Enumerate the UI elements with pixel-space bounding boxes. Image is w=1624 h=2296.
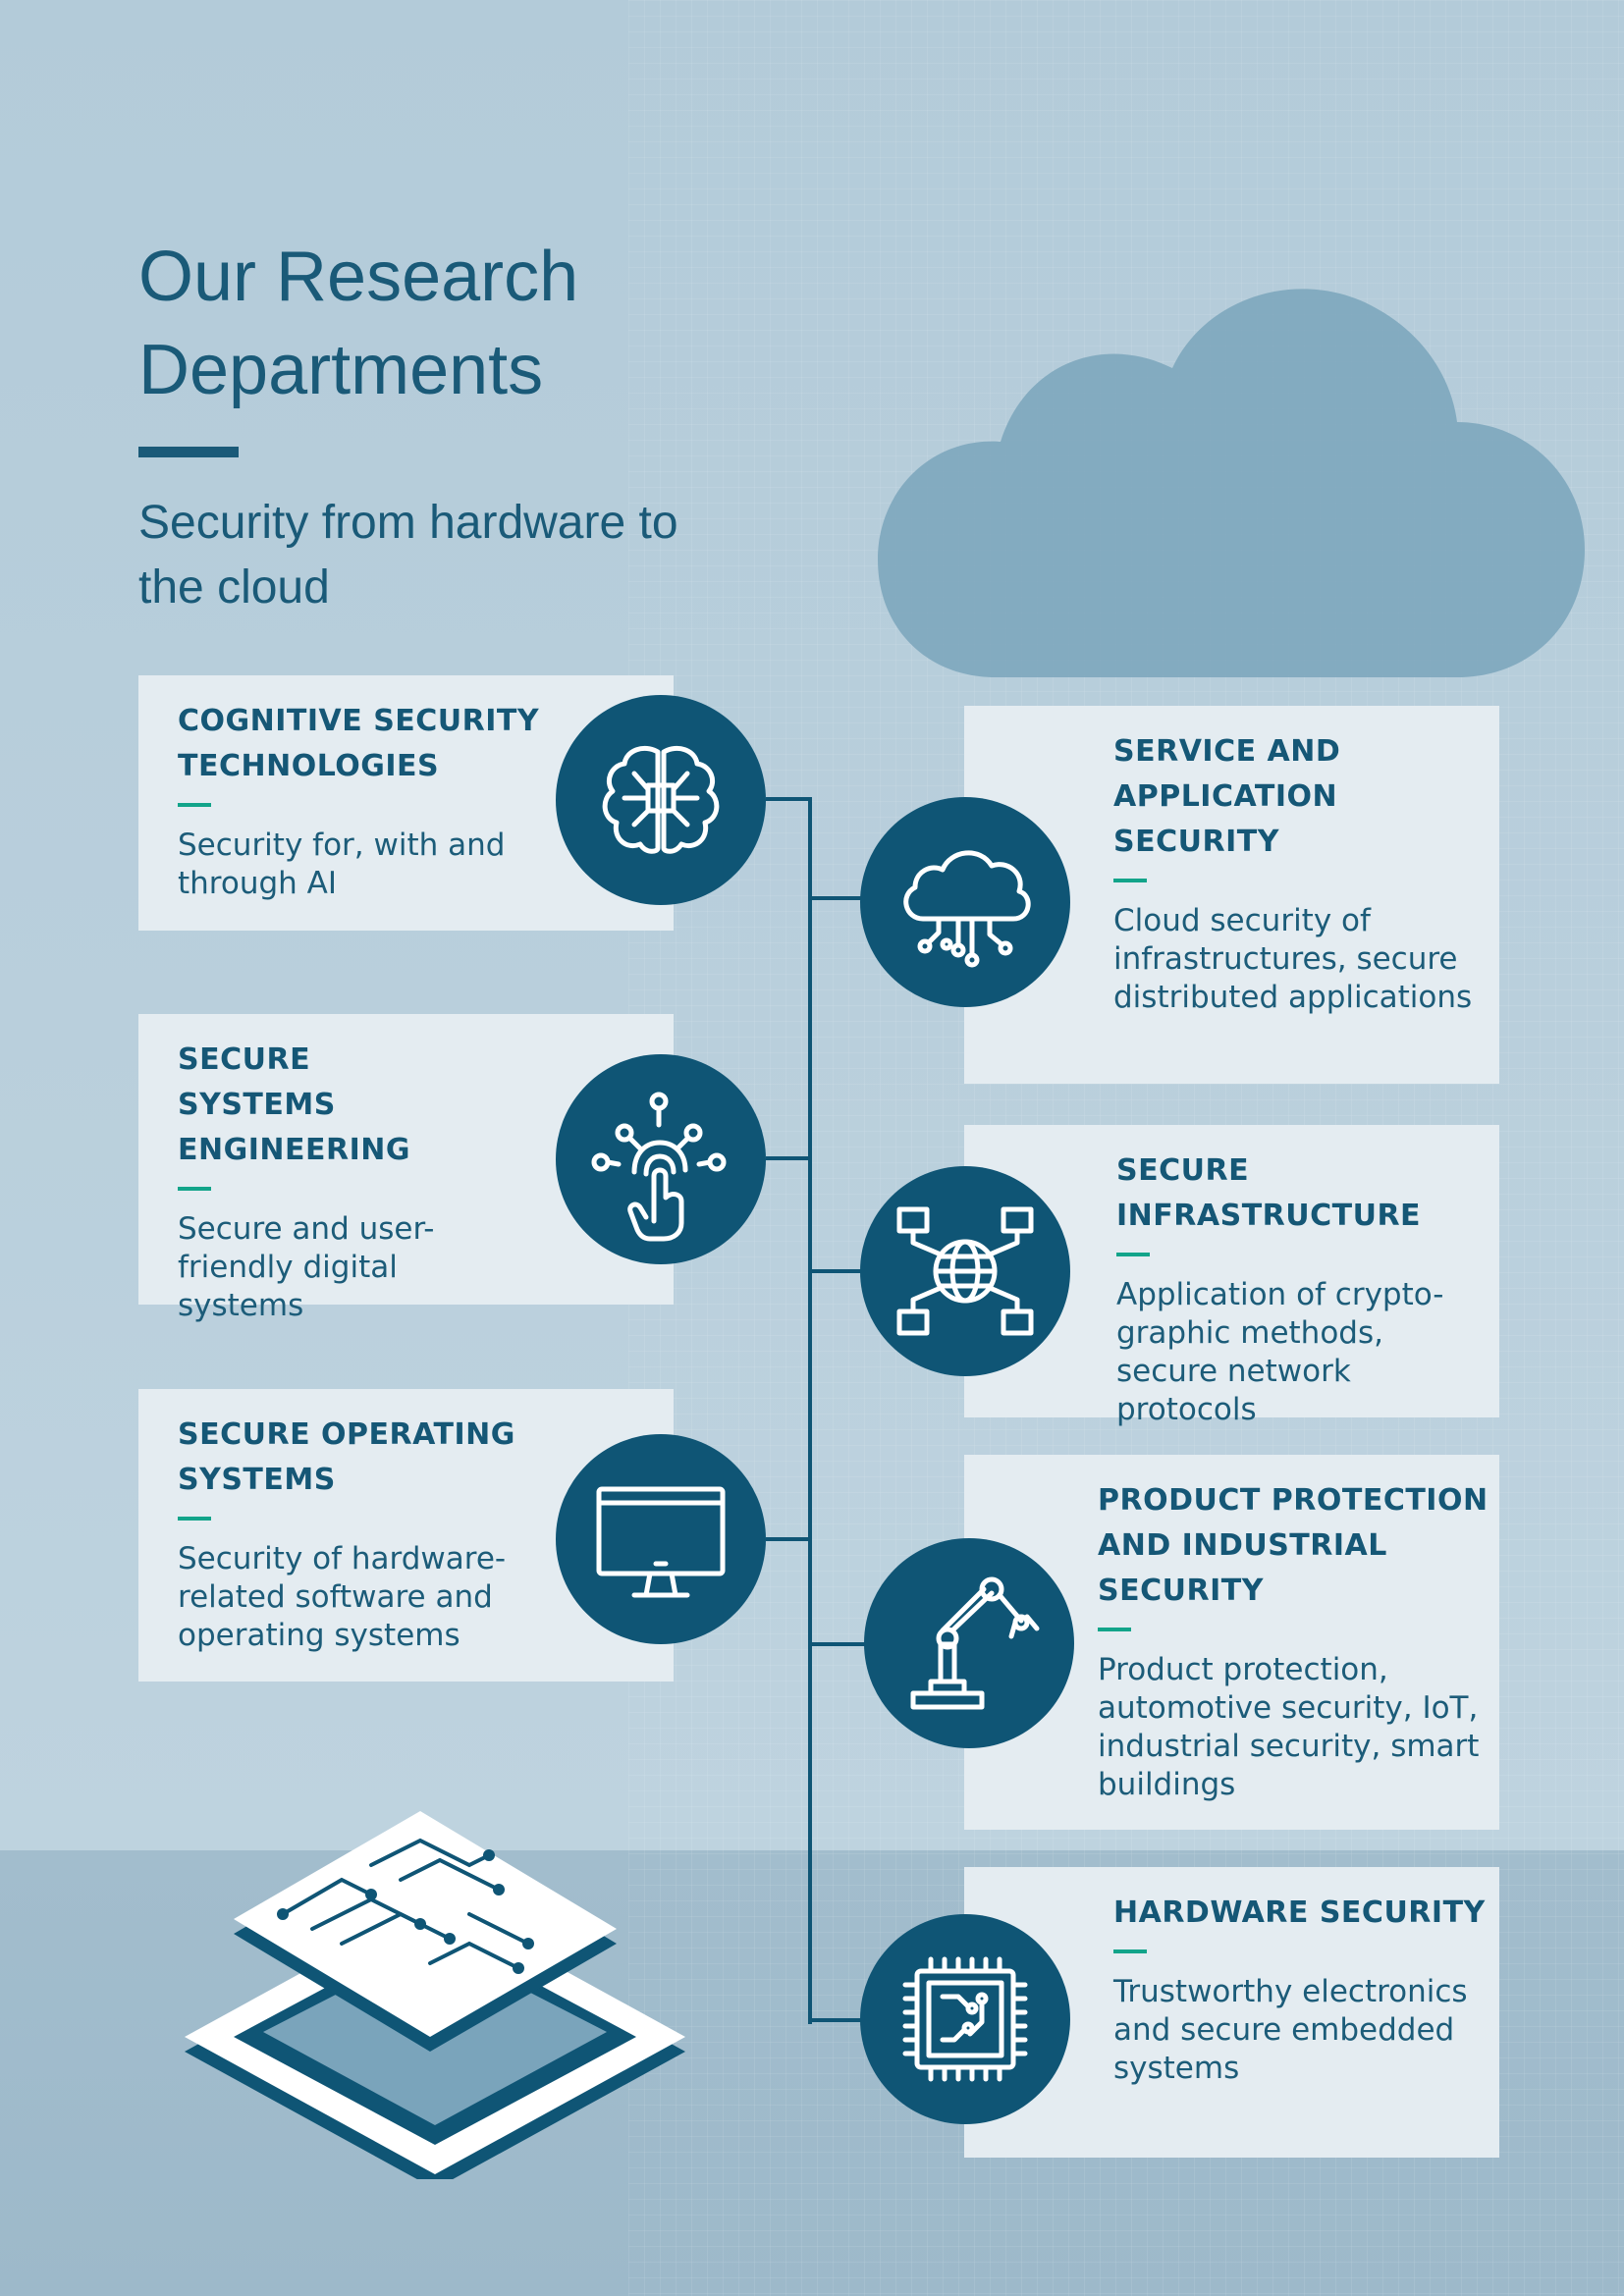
department-name: PRODUCT PROTECTION AND INDUSTRIAL SECURI… (1098, 1483, 1489, 1608)
brain-icon (556, 695, 766, 905)
accent-bar (178, 1517, 211, 1521)
monitor-icon (556, 1434, 766, 1644)
department-card-product-protection: PRODUCT PROTECTION AND INDUSTRIAL SECURI… (964, 1455, 1499, 1830)
department-name: SECURE SYSTEMS ENGINEERING (178, 1042, 410, 1167)
globe-network-icon (860, 1166, 1070, 1376)
department-description: Trustworthy electronics and secure embed… (1113, 1974, 1468, 2086)
connector-right-3 (808, 1642, 867, 1646)
accent-bar (178, 1187, 211, 1191)
department-card-cognitive-security: COGNITIVE SECURITY TECHNOLOGIES Security… (138, 675, 674, 931)
department-description: Secure and user-friendly digital systems (178, 1211, 435, 1323)
department-name: SECURE OPERATING SYSTEMS (178, 1417, 515, 1497)
connector-left-2 (766, 1156, 812, 1160)
department-description: Product protection, automotive security,… (1098, 1652, 1480, 1802)
accent-bar (1113, 1949, 1147, 1953)
accent-bar (1098, 1628, 1131, 1631)
department-description: Security for, with and through AI (178, 828, 506, 901)
department-description: Application of crypto-graphic methods, s… (1116, 1277, 1444, 1427)
department-name: COGNITIVE SECURITY TECHNOLOGIES (178, 704, 540, 783)
cloud-network-icon (860, 797, 1070, 1007)
cloud-background-icon (878, 289, 1585, 677)
page-title: Our Research Departments (138, 238, 579, 409)
fingerprint-touch-icon (556, 1054, 766, 1264)
department-description: Cloud security of infrastructures, secur… (1113, 903, 1473, 1015)
department-name: HARDWARE SECURITY (1113, 1896, 1486, 1930)
connector-right-2 (808, 1269, 867, 1273)
chip-icon (860, 1914, 1070, 2124)
connector-trunk (808, 797, 812, 2024)
connector-left-1 (766, 797, 812, 801)
connector-right-4 (808, 2018, 867, 2022)
connector-right-1 (808, 896, 867, 900)
accent-bar (178, 803, 211, 807)
robot-arm-icon (864, 1538, 1074, 1748)
circuit-board-illustration (185, 1811, 685, 2179)
department-name: SERVICE AND APPLICATION SECURITY (1113, 734, 1341, 859)
department-name: SECURE INFRASTRUCTURE (1116, 1153, 1422, 1233)
department-description: Security of hardware-related software an… (178, 1541, 507, 1653)
connector-left-3 (766, 1537, 812, 1541)
accent-bar (1116, 1253, 1150, 1256)
title-underline (138, 447, 239, 457)
page-subtitle: Security from hardware to the cloud (138, 497, 678, 614)
accent-bar (1113, 879, 1147, 882)
